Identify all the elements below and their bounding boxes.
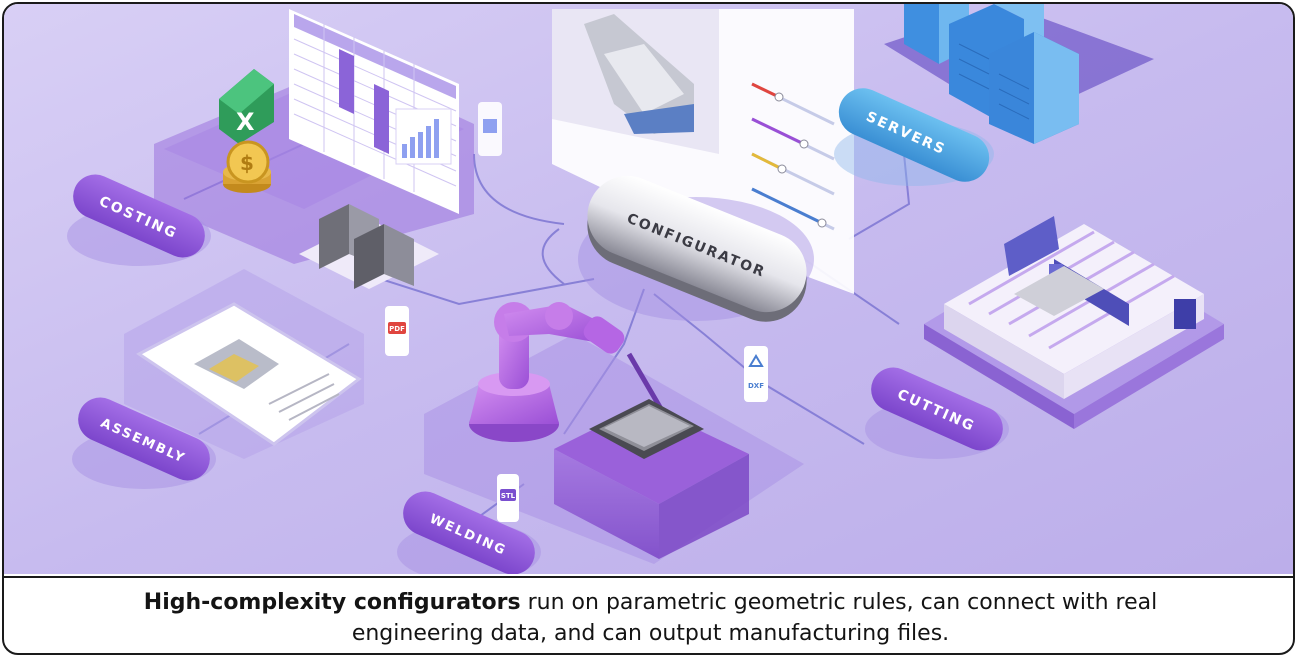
figure-caption: High-complexity configurators run on par… xyxy=(4,576,1293,653)
configurator-hub: CONFIGURATOR xyxy=(578,175,814,322)
pdf-label: PDF xyxy=(389,325,405,333)
stl-label: STL xyxy=(501,492,516,500)
cutting-node: CUTTING xyxy=(865,367,1009,459)
costing-node: COSTING xyxy=(67,174,211,266)
spreadsheet-file-icon xyxy=(478,102,502,156)
pdf-file-icon: PDF xyxy=(385,306,409,356)
spreadsheet-panel xyxy=(289,9,459,214)
svg-text:X: X xyxy=(236,108,255,136)
welding-workbox xyxy=(554,399,749,559)
dxf-label: DXF xyxy=(748,382,764,390)
dxf-file-icon: DXF xyxy=(744,346,768,402)
caption-text: High-complexity configurators run on par… xyxy=(91,587,1211,649)
coins-icon: $ xyxy=(223,140,271,193)
stl-file-icon: STL xyxy=(497,474,519,522)
svg-text:$: $ xyxy=(240,151,254,175)
parameter-sliders xyxy=(751,82,835,231)
caption-bold: High-complexity configurators xyxy=(143,589,521,615)
isometric-scene: X $ xyxy=(4,4,1293,574)
scene-illustration: X $ xyxy=(4,4,1293,574)
server-buildings xyxy=(904,4,1079,144)
configurator-screen xyxy=(552,9,854,294)
excel-icon: X xyxy=(219,69,274,144)
robot-arm xyxy=(469,302,667,442)
caption-rest: run on parametric geometric rules, can c… xyxy=(351,589,1158,646)
cnc-cutting-machine xyxy=(944,216,1204,399)
assembly-node: ASSEMBLY xyxy=(72,397,216,489)
rack-model xyxy=(299,204,439,289)
assembly-drawing-panel xyxy=(136,302,362,446)
